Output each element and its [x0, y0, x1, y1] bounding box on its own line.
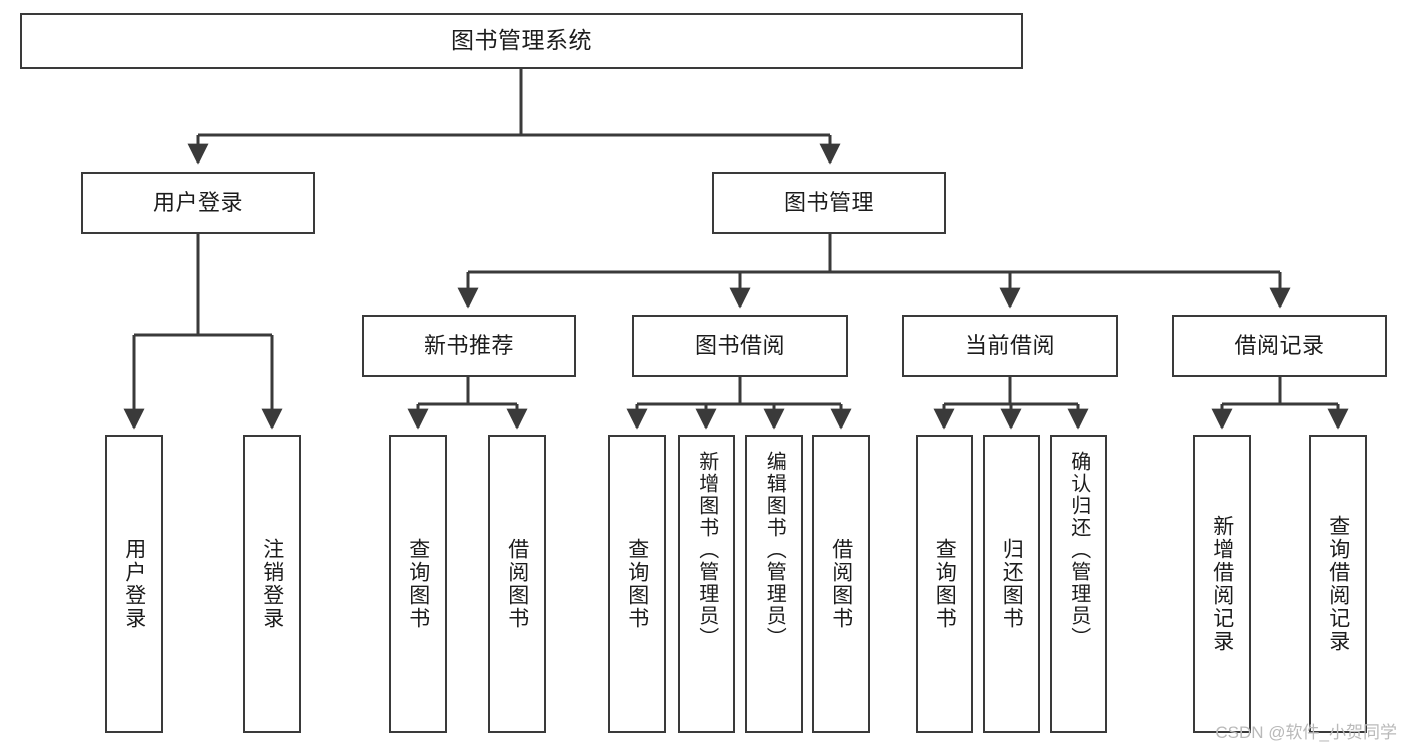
- leaf-borrow-book-recommend[interactable]: 借阅图书: [488, 435, 546, 733]
- node-label: 借阅记录: [1234, 333, 1325, 359]
- leaf-user-login[interactable]: 用户登录: [105, 435, 163, 733]
- node-label: 图书管理: [783, 190, 874, 216]
- node-label: 查询图书: [625, 538, 649, 630]
- node-label: 归还图书: [1000, 538, 1024, 630]
- node-new-book-recommend[interactable]: 新书推荐: [362, 315, 576, 377]
- node-label: 查询图书: [406, 538, 430, 630]
- node-label: 借阅图书: [829, 538, 853, 630]
- leaf-edit-book-admin[interactable]: 编辑图书（管理员）: [745, 435, 803, 733]
- leaf-query-book-borrow[interactable]: 查询图书: [608, 435, 666, 733]
- node-current-borrow[interactable]: 当前借阅: [902, 315, 1118, 377]
- csdn-watermark: CSDN @软件_小贺同学: [1215, 723, 1397, 742]
- node-label: 用户登录: [122, 538, 146, 630]
- leaf-logout-login[interactable]: 注销登录: [243, 435, 301, 733]
- node-label: 新增图书（管理员）: [695, 451, 718, 649]
- node-book-management-system[interactable]: 图书管理系统: [20, 13, 1023, 69]
- node-label: 编辑图书（管理员）: [763, 451, 786, 649]
- leaf-add-borrow-record[interactable]: 新增借阅记录: [1193, 435, 1251, 733]
- node-label: 注销登录: [260, 538, 284, 630]
- node-label: 确认归还（管理员）: [1067, 451, 1090, 649]
- node-label: 查询借阅记录: [1326, 515, 1350, 653]
- leaf-query-book-recommend[interactable]: 查询图书: [389, 435, 447, 733]
- leaf-add-book-admin[interactable]: 新增图书（管理员）: [678, 435, 735, 733]
- node-label: 当前借阅: [964, 333, 1055, 359]
- node-label: 图书借阅: [694, 333, 785, 359]
- node-label: 借阅图书: [505, 538, 529, 630]
- node-label: 新书推荐: [423, 333, 514, 359]
- leaf-borrow-book[interactable]: 借阅图书: [812, 435, 870, 733]
- node-user-login[interactable]: 用户登录: [81, 172, 315, 234]
- node-book-borrow[interactable]: 图书借阅: [632, 315, 848, 377]
- leaf-confirm-return-admin[interactable]: 确认归还（管理员）: [1050, 435, 1107, 733]
- node-book-management[interactable]: 图书管理: [712, 172, 946, 234]
- leaf-return-book[interactable]: 归还图书: [983, 435, 1040, 733]
- leaf-query-book-current[interactable]: 查询图书: [916, 435, 973, 733]
- node-label: 查询图书: [933, 538, 957, 630]
- node-label: 新增借阅记录: [1210, 515, 1234, 653]
- node-borrow-record[interactable]: 借阅记录: [1172, 315, 1387, 377]
- node-label: 用户登录: [152, 190, 243, 216]
- leaf-query-borrow-record[interactable]: 查询借阅记录: [1309, 435, 1367, 733]
- node-label: 图书管理系统: [451, 27, 592, 54]
